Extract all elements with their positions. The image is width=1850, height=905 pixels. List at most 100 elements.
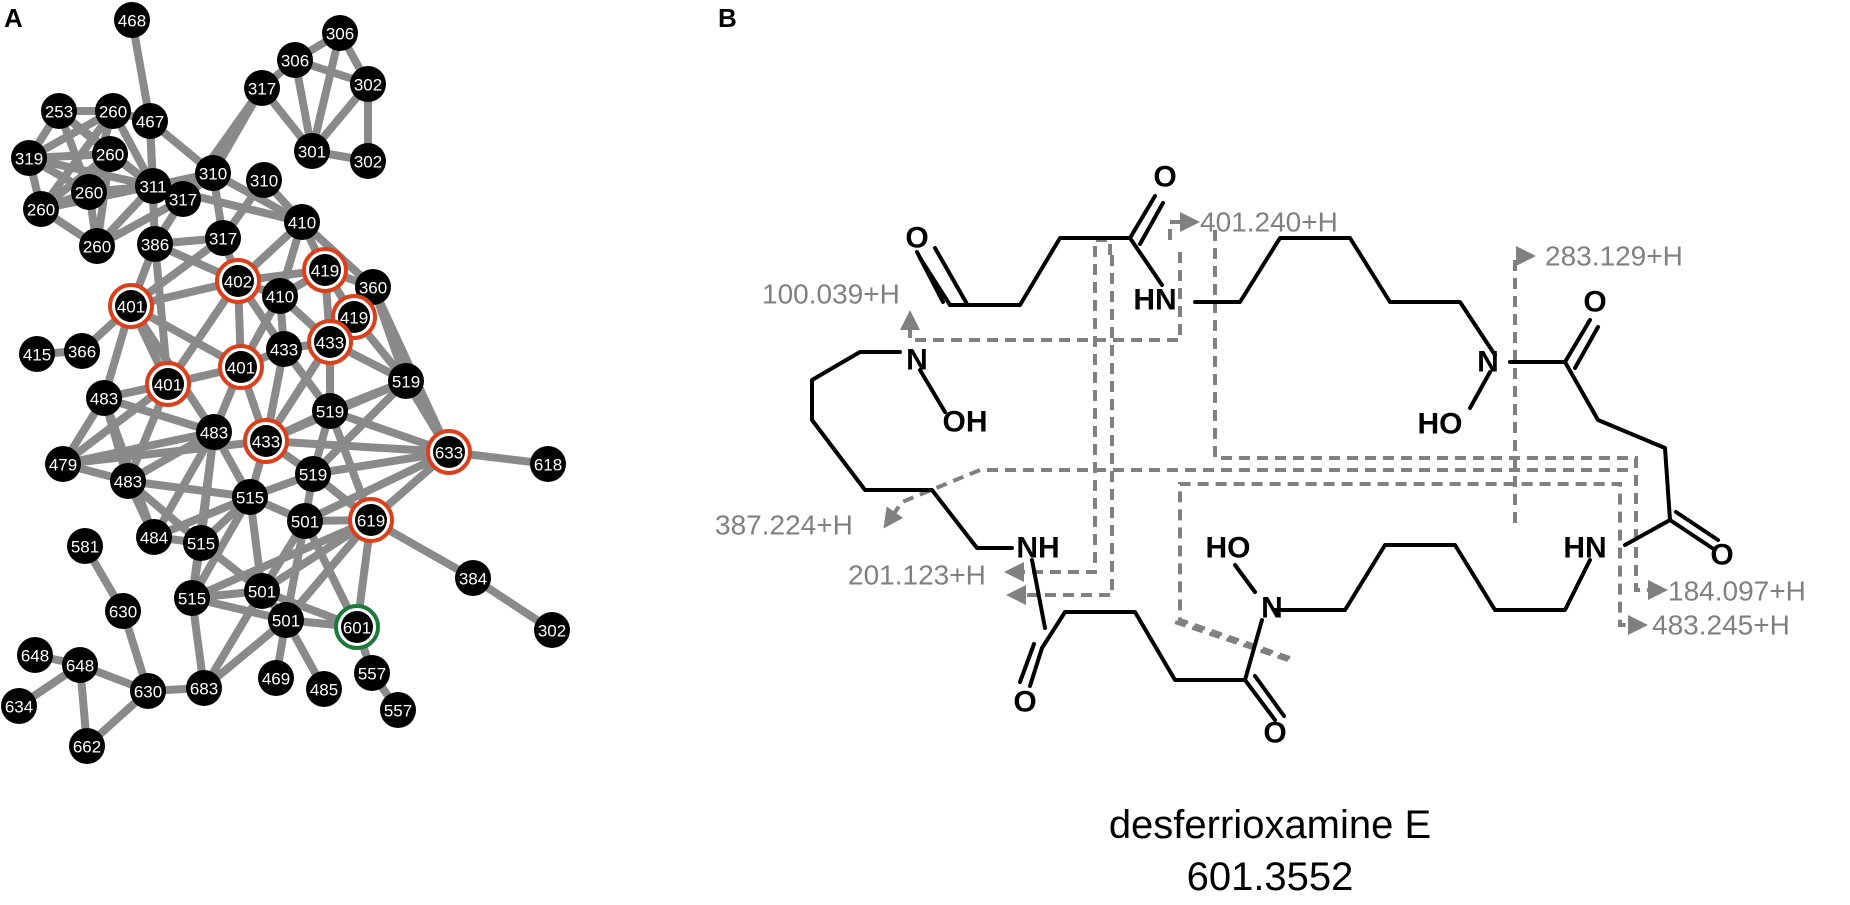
network-node-dot bbox=[67, 528, 103, 564]
network-node-dot bbox=[244, 70, 280, 106]
network-node-dot bbox=[232, 479, 268, 515]
network-node: 386 bbox=[137, 226, 173, 262]
network-node-dot bbox=[115, 290, 147, 322]
network-node-label: 479 bbox=[49, 456, 77, 475]
frag-path-401 bbox=[1168, 212, 1200, 240]
network-edge bbox=[100, 394, 218, 436]
network-node-dot bbox=[312, 393, 348, 429]
network-edge bbox=[262, 437, 453, 456]
network-node: 633 bbox=[426, 429, 472, 475]
network-node: 557 bbox=[380, 692, 416, 728]
network-node-label: 360 bbox=[359, 279, 387, 298]
network-node-label: 433 bbox=[316, 334, 344, 353]
panel-label-a: A bbox=[4, 3, 23, 33]
atom-ho-right: HO bbox=[1418, 408, 1463, 441]
network-node: 662 bbox=[69, 728, 105, 764]
network-node: 260 bbox=[71, 174, 107, 210]
network-node-dot bbox=[110, 463, 146, 499]
network-node-dot bbox=[244, 573, 280, 609]
atom-o-top-right: O bbox=[1583, 286, 1606, 319]
network-node: 302 bbox=[350, 66, 386, 102]
network-node-dot bbox=[322, 15, 358, 51]
network-node-label: 433 bbox=[252, 433, 280, 452]
network-node-dot bbox=[62, 647, 98, 683]
network-node-dot bbox=[262, 278, 298, 314]
network-node-dot bbox=[137, 226, 173, 262]
network-node-label: 384 bbox=[459, 570, 487, 589]
network-node: 253 bbox=[41, 93, 77, 129]
network-node: 515 bbox=[174, 580, 210, 616]
network-node-dot bbox=[195, 155, 231, 191]
fragment-201: 201.123+H bbox=[848, 560, 986, 591]
network-node-label: 485 bbox=[310, 681, 338, 700]
network-node-label: 260 bbox=[27, 201, 55, 220]
network-node-label: 483 bbox=[90, 390, 118, 409]
network-node-label: 253 bbox=[45, 103, 73, 122]
network-node: 515 bbox=[232, 479, 268, 515]
network-node: 260 bbox=[92, 136, 128, 172]
network-node-dot bbox=[277, 42, 313, 78]
network-node-dot bbox=[183, 525, 219, 561]
network-node-dot bbox=[287, 503, 323, 539]
network-node-label: 302 bbox=[538, 622, 566, 641]
network-node-label: 410 bbox=[266, 288, 294, 307]
network-node-dot bbox=[1, 688, 37, 724]
network-node: 401 bbox=[218, 344, 264, 390]
network-node-dot bbox=[69, 728, 105, 764]
network-node-dot bbox=[114, 2, 150, 38]
network-node-dot bbox=[530, 446, 566, 482]
network-node-label: 601 bbox=[343, 619, 371, 638]
network-node-label: 501 bbox=[248, 583, 276, 602]
network-node: 410 bbox=[262, 278, 298, 314]
network-node-dot bbox=[341, 611, 373, 643]
network-node: 306 bbox=[277, 42, 313, 78]
atom-o-bottom-left: O bbox=[1013, 686, 1036, 719]
network-node-label: 648 bbox=[66, 657, 94, 676]
network-node: 630 bbox=[130, 673, 166, 709]
network-node-label: 410 bbox=[288, 214, 316, 233]
frag-path-483 bbox=[1178, 482, 1648, 660]
network-edge bbox=[188, 493, 254, 602]
atom-n-left: N bbox=[906, 344, 928, 377]
network-node-label: 648 bbox=[21, 647, 49, 666]
network-node-label: 415 bbox=[23, 346, 51, 365]
network-node-label: 260 bbox=[99, 103, 127, 122]
network-node-dot bbox=[314, 326, 346, 358]
frag-path-100 bbox=[900, 252, 1182, 342]
network-node: 433 bbox=[243, 418, 289, 464]
network-node-label: 581 bbox=[71, 538, 99, 557]
network-node: 311 bbox=[135, 168, 171, 204]
network-node: 319 bbox=[11, 140, 47, 176]
network-node: 683 bbox=[186, 670, 222, 706]
network-node: 402 bbox=[215, 258, 261, 304]
network-node-dot bbox=[186, 670, 222, 706]
network-node: 634 bbox=[1, 688, 37, 724]
fragment-184: 184.097+H bbox=[1668, 576, 1806, 607]
network-edge bbox=[124, 477, 254, 501]
network-node: 468 bbox=[114, 2, 150, 38]
network-node-label: 501 bbox=[291, 513, 319, 532]
network-node-label: 634 bbox=[5, 698, 33, 717]
network-node: 260 bbox=[95, 93, 131, 129]
network-node-dot bbox=[388, 363, 424, 399]
network-node-label: 402 bbox=[224, 273, 252, 292]
atom-o-top: O bbox=[1153, 161, 1176, 194]
network-node-dot bbox=[136, 519, 172, 555]
network-node: 483 bbox=[86, 380, 122, 416]
network-node-dot bbox=[266, 331, 302, 367]
network-node-label: 306 bbox=[326, 25, 354, 44]
network-node-dot bbox=[294, 133, 330, 169]
network-node-dot bbox=[355, 504, 387, 536]
network-node: 467 bbox=[132, 103, 168, 139]
network-node-dot bbox=[19, 336, 55, 372]
network-node: 479 bbox=[45, 446, 81, 482]
network-node-dot bbox=[165, 181, 201, 217]
network-node-dot bbox=[41, 93, 77, 129]
network-node-label: 310 bbox=[199, 165, 227, 184]
network-node-label: 484 bbox=[140, 529, 168, 548]
network-node-label: 557 bbox=[384, 702, 412, 721]
network-node-dot bbox=[132, 103, 168, 139]
network-node: 401 bbox=[108, 283, 154, 329]
network-node-label: 468 bbox=[118, 12, 146, 31]
network-node-dot bbox=[309, 254, 341, 286]
